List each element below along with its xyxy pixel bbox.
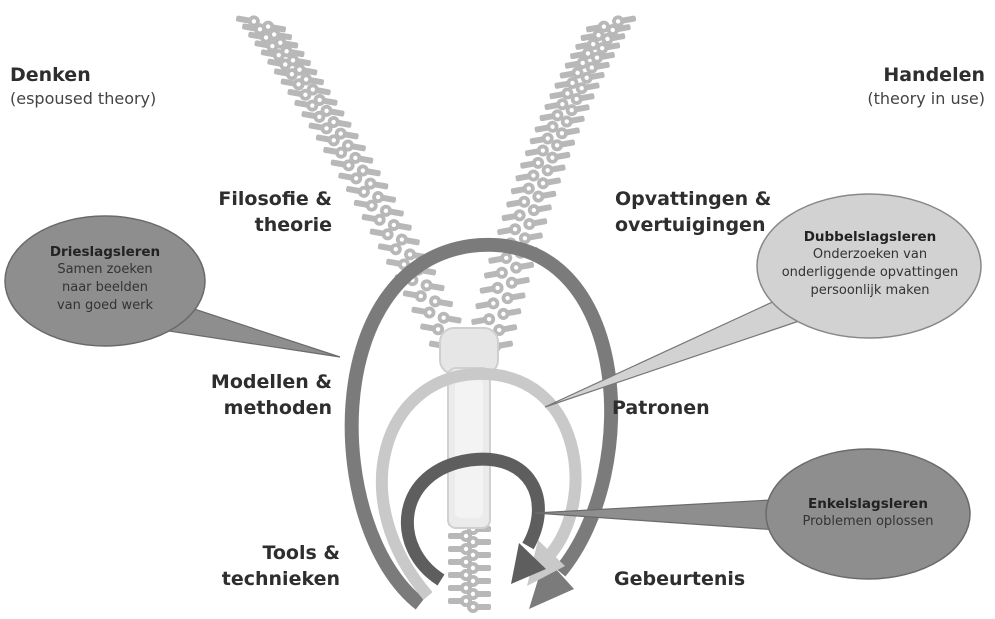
zipper-tooth xyxy=(475,296,501,312)
level-line: Gebeurtenis xyxy=(614,566,745,592)
level-line: overtuigingen xyxy=(615,212,771,238)
bubble-line: naar beelden xyxy=(15,279,195,297)
bubble-line: persoonlijk maken xyxy=(765,282,975,300)
left-heading-subtitle: (espoused theory) xyxy=(10,88,156,110)
level-event: Gebeurtenis xyxy=(614,566,745,592)
left-heading-title: Denken xyxy=(10,62,156,88)
bubble-line: Onderzoeken van xyxy=(765,246,975,264)
level-philosophy-theory: Filosofie & theorie xyxy=(132,186,332,238)
zipper-tooth xyxy=(501,208,527,224)
zipper-tooth xyxy=(496,222,522,238)
bubble-line: van goed werk xyxy=(15,297,195,315)
zipper-tooth xyxy=(501,289,527,305)
level-line: Tools & xyxy=(140,540,340,566)
right-heading-title: Handelen xyxy=(867,62,985,88)
level-line: Filosofie & xyxy=(132,186,332,212)
level-beliefs-convictions: Opvattingen & overtuigingen xyxy=(615,186,771,238)
level-line: Patronen xyxy=(612,395,710,421)
zipper-tooth xyxy=(496,305,522,321)
left-heading: Denken (espoused theory) xyxy=(10,62,156,110)
bubble-title: Drieslagsleren xyxy=(15,243,195,261)
zipper-teeth xyxy=(235,12,637,613)
zipper-slider xyxy=(440,328,498,528)
bubble-line: onderliggende opvattingen xyxy=(765,264,975,282)
zipper-tooth xyxy=(531,188,557,204)
zipper-tooth xyxy=(527,201,553,217)
zipper-tooth xyxy=(519,156,545,172)
level-models-methods: Modellen & methoden xyxy=(132,369,332,421)
right-heading: Handelen (theory in use) xyxy=(867,62,985,110)
single-loop-text: Enkelslagsleren Problemen oplossen xyxy=(778,495,958,531)
right-heading-subtitle: (theory in use) xyxy=(867,88,985,110)
level-line: methoden xyxy=(132,395,332,421)
zipper-tooth xyxy=(467,601,491,613)
zipper-tooth xyxy=(479,281,505,297)
zipper-tooth xyxy=(541,161,567,177)
zipper-tooth xyxy=(522,215,548,231)
bubble-title: Enkelslagsleren xyxy=(778,495,958,513)
zipper-tooth xyxy=(536,174,562,190)
level-patterns: Patronen xyxy=(612,395,710,421)
bubble-title: Dubbelslagsleren xyxy=(765,228,975,246)
bubble-line: Problemen oplossen xyxy=(778,513,958,531)
zipper-tooth xyxy=(509,259,535,275)
zipper-tooth xyxy=(515,169,541,185)
zipper-tooth xyxy=(505,274,531,290)
double-loop-text: Dubbelslagsleren Onderzoeken van onderli… xyxy=(765,228,975,300)
zipper-tooth xyxy=(483,266,509,282)
zipper-tooth xyxy=(505,195,531,211)
zipper-tooth xyxy=(510,182,536,198)
level-line: technieken xyxy=(140,566,340,592)
zipper-tooth xyxy=(470,312,496,328)
level-line: Modellen & xyxy=(132,369,332,395)
level-tools-techniques: Tools & technieken xyxy=(140,540,340,592)
level-line: Opvattingen & xyxy=(615,186,771,212)
triple-loop-text: Drieslagsleren Samen zoeken naar beelden… xyxy=(15,243,195,315)
bubble-line: Samen zoeken xyxy=(15,261,195,279)
level-line: theorie xyxy=(132,212,332,238)
